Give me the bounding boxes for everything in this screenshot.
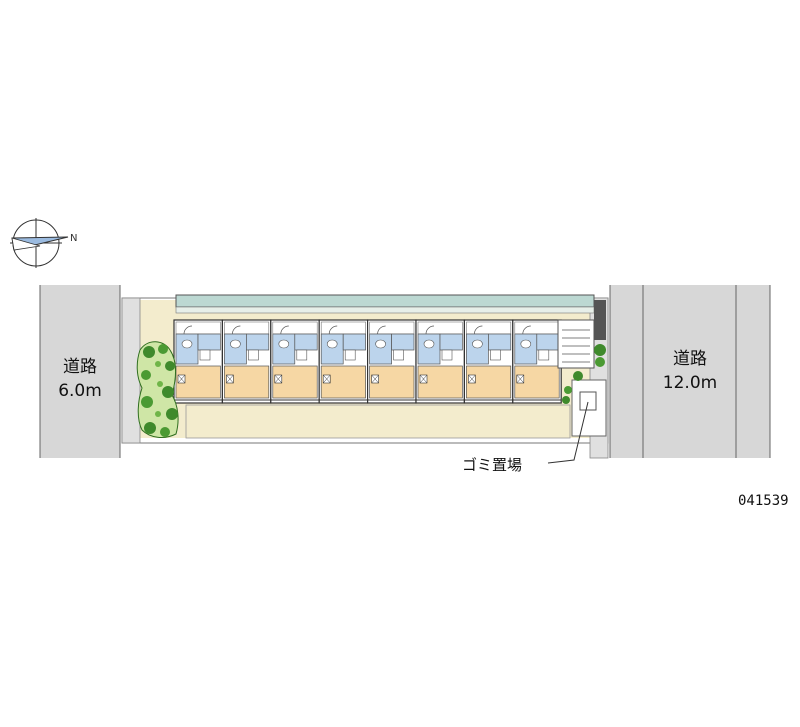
greenery-right: [562, 344, 606, 404]
garbage-area-callout: ゴミ置場: [462, 401, 589, 474]
left-road-width: 6.0m: [58, 381, 102, 401]
garbage-area-label: ゴミ置場: [462, 456, 522, 474]
apartment-unit: [463, 319, 514, 404]
garbage-area: [571, 379, 607, 437]
apartment-unit: [173, 319, 224, 404]
apartment-unit: [318, 319, 369, 404]
apartment-unit: [367, 319, 417, 404]
north-arrow-icon: N: [10, 218, 77, 268]
apartment-unit: [512, 319, 562, 404]
apartment-units: [173, 319, 562, 404]
left-road-name: 道路: [63, 357, 97, 377]
building-roof: [175, 294, 595, 314]
apartment-unit: [221, 319, 272, 404]
stairs: [557, 300, 606, 369]
left-road: 道路 6.0m: [39, 285, 121, 458]
apartment-unit: [415, 319, 466, 404]
right-road: 道路 12.0m: [609, 285, 771, 458]
property-code: 041539: [738, 493, 789, 509]
right-road-width: 12.0m: [663, 373, 717, 393]
north-label: N: [70, 233, 77, 244]
apartment-unit: [270, 319, 320, 404]
greenery-left: [136, 341, 179, 438]
right-road-name: 道路: [673, 349, 707, 369]
